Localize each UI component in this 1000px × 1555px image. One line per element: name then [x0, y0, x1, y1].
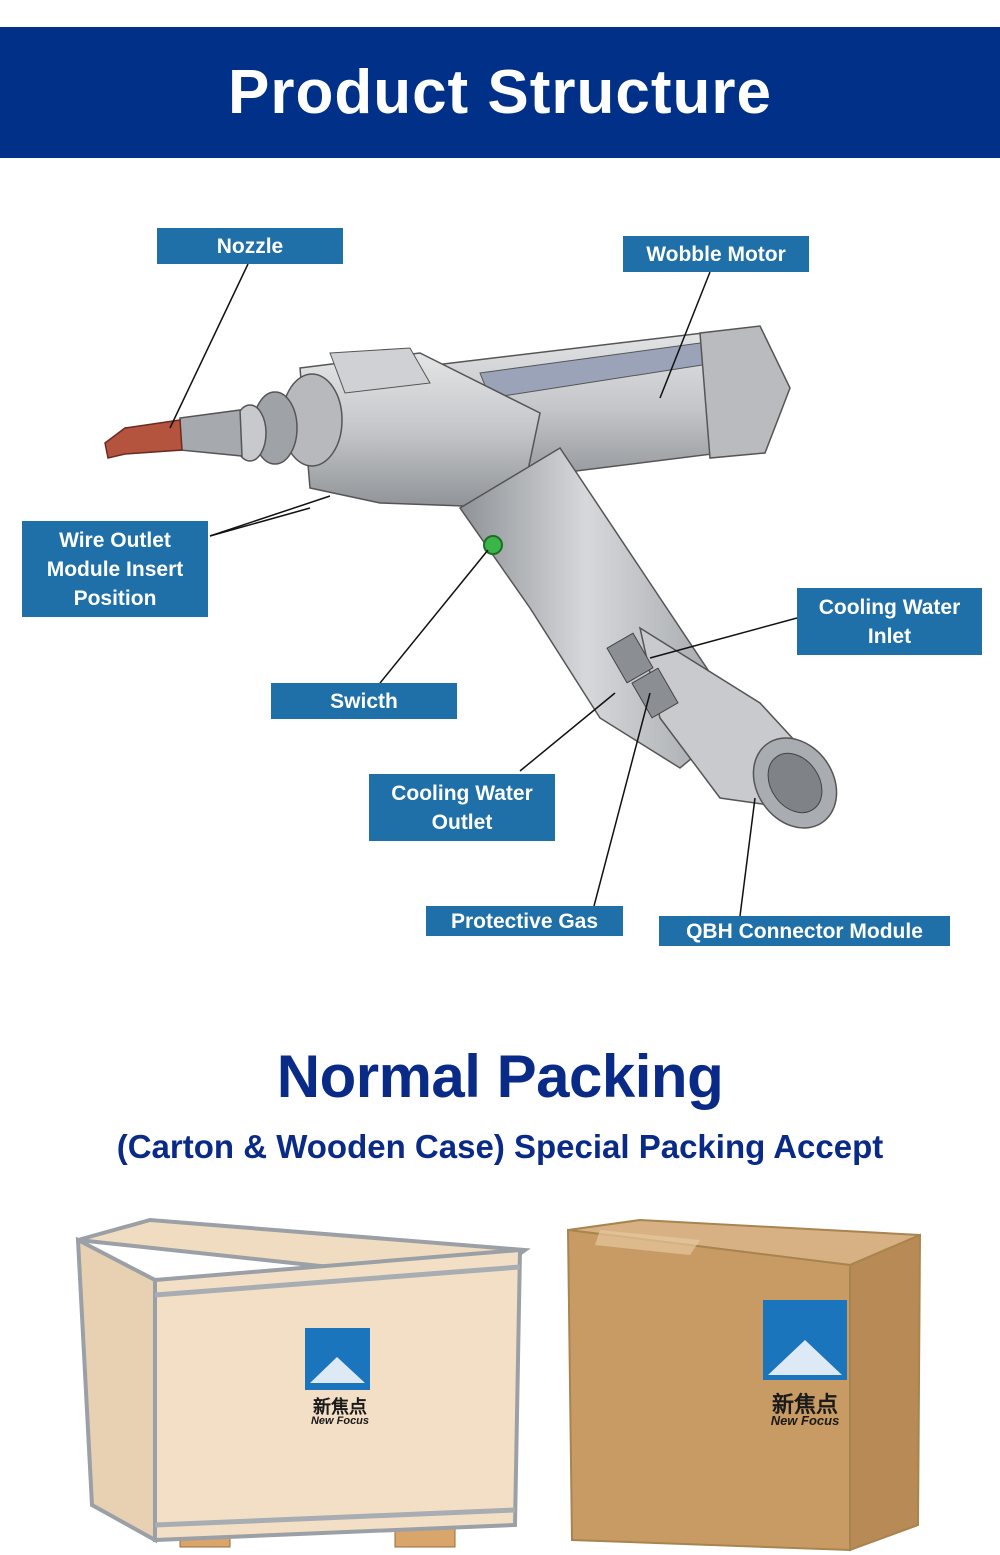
label-wire-outlet: Wire Outlet Module Insert Position — [22, 521, 208, 617]
gun-head — [299, 347, 541, 509]
label-nozzle: Nozzle — [157, 228, 343, 264]
carton-logo-cn: 新焦点 — [771, 1392, 838, 1417]
case-logo-cn: 新焦点 — [313, 1397, 367, 1417]
nozzle-assembly — [104, 373, 343, 467]
label-wobble-motor: Wobble Motor — [623, 236, 809, 272]
label-cooling-water-outlet: Cooling Water Outlet — [369, 774, 555, 841]
case-logo-en: New Focus — [310, 1415, 370, 1427]
carton-logo-en: New Focus — [770, 1413, 840, 1428]
carton-box — [566, 1218, 922, 1552]
packing-photos: 新焦点 New Focus 新焦点 New Focus — [0, 1205, 1000, 1555]
welding-gun-illustration — [104, 263, 838, 917]
page-title: Product Structure — [227, 58, 773, 127]
product-structure-diagram: Nozzle Wobble Motor Wire Outlet Module I… — [0, 158, 1000, 998]
label-switch: Swicth — [271, 683, 457, 719]
leader-lines — [169, 263, 798, 917]
label-qbh-connector: QBH Connector Module — [659, 916, 950, 946]
label-cooling-water-inlet: Cooling Water Inlet — [797, 588, 982, 655]
packing-illustration — [75, 1217, 922, 1552]
header-banner: Product Structure — [0, 27, 1000, 158]
gun-handle — [458, 446, 838, 829]
wooden-case — [75, 1217, 531, 1548]
packing-subtitle: (Carton & Wooden Case) Special Packing A… — [116, 1128, 884, 1165]
label-protective-gas: Protective Gas — [426, 906, 623, 936]
packing-title: Normal Packing — [276, 1043, 724, 1110]
